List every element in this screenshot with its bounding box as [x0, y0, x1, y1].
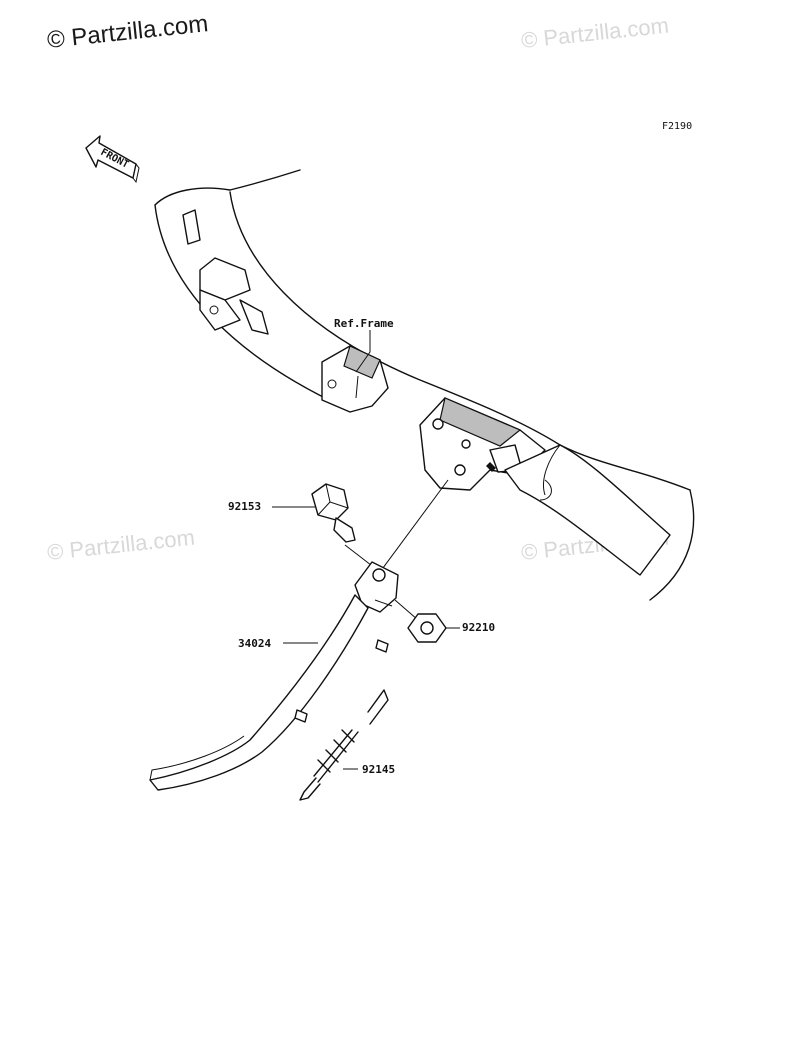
frame-tube — [504, 444, 671, 576]
frame-outline — [154, 169, 695, 601]
part-label-side-stand: 34024 — [238, 637, 271, 650]
nut-part — [407, 613, 447, 643]
watermark-mid-left: © Partzilla.com — [46, 525, 196, 565]
ref-frame-label: Ref.Frame — [334, 317, 394, 330]
part-label-nut: 92210 — [462, 621, 495, 634]
front-arrow-icon: FRONT — [85, 135, 140, 184]
side-stand-part — [149, 561, 399, 791]
spring-part — [299, 689, 389, 801]
part-label-spring: 92145 — [362, 763, 395, 776]
frame-bracket-upper — [182, 209, 269, 335]
diagram-code: F2190 — [662, 121, 692, 132]
part-label-bolt: 92153 — [228, 500, 261, 513]
watermark-top-right: © Partzilla.com — [520, 13, 670, 53]
frame-mount-block — [321, 345, 389, 413]
bolt-part — [311, 483, 356, 543]
watermark-main: © Partzilla.com — [46, 10, 210, 54]
leader-lines — [272, 330, 460, 770]
